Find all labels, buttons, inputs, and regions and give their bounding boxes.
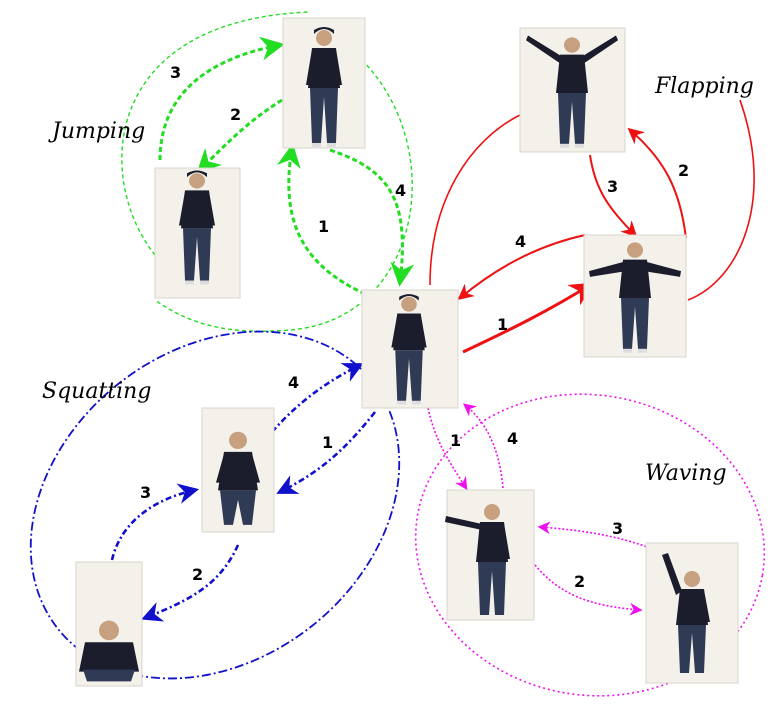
flap-step-1: 1 (497, 315, 508, 334)
wave-step-2: 2 (574, 572, 585, 591)
squat-arrow-2 (141, 544, 240, 622)
wave-arrow-3 (537, 521, 651, 549)
jumping-loop: Jumping 1 2 3 4 (48, 11, 415, 332)
squatting-title: Squatting (42, 379, 151, 404)
flap-arrow-4 (457, 234, 586, 301)
wave-arrow-2 (534, 564, 643, 616)
flapping-outer-loop-curve-right (687, 99, 755, 301)
jump-step-3: 3 (170, 63, 181, 82)
waving-loop: Waving 1 2 3 4 (414, 393, 766, 697)
wave-arrow-1 (427, 407, 468, 491)
photo-waving-side (445, 489, 535, 621)
waving-outer-loop (414, 393, 766, 697)
jump-step-4: 4 (395, 181, 406, 200)
squatting-loop: Squatting 1 2 3 4 (29, 330, 401, 680)
wave-step-1: 1 (450, 431, 461, 450)
squat-step-2: 2 (192, 565, 203, 584)
flap-arrow-1 (462, 282, 595, 354)
squat-arrow-4 (271, 363, 364, 433)
photo-center-standing (361, 289, 459, 409)
squat-step-1: 1 (322, 433, 333, 452)
jumping-outer-loop-curve-right (154, 59, 413, 332)
flap-arrow-3 (589, 154, 638, 238)
photo-squatting-full (75, 561, 143, 687)
flapping-title: Flapping (654, 74, 754, 99)
waving-title: Waving (645, 461, 727, 486)
squat-arrow-3 (110, 483, 200, 561)
photo-squatting-half (201, 407, 275, 533)
flap-step-4: 4 (515, 232, 526, 251)
jumping-outer-loop-curve (121, 11, 311, 256)
squat-arrow-1 (276, 411, 377, 494)
photo-jumping-air (154, 167, 241, 299)
jump-arrow-1 (277, 143, 381, 302)
jump-step-2: 2 (230, 105, 241, 124)
squat-step-4: 4 (288, 373, 299, 392)
photo-flapping-side (583, 234, 687, 358)
flap-step-2: 2 (678, 161, 689, 180)
photo-waving-up (645, 542, 739, 684)
flapping-loop: Flapping 1 2 3 4 (429, 74, 755, 354)
squat-step-3: 3 (140, 483, 151, 502)
wave-arrow-4 (463, 403, 504, 489)
jump-arrow-2 (196, 98, 283, 174)
wave-step-3: 3 (612, 519, 623, 538)
flap-arrow-2 (627, 127, 687, 239)
jump-arrow-4 (329, 148, 415, 287)
photo-jumping-standing (282, 17, 366, 149)
flap-step-3: 3 (607, 177, 618, 196)
jumping-title: Jumping (48, 119, 145, 144)
jump-arrow-3 (158, 36, 285, 161)
jump-step-1: 1 (318, 217, 329, 236)
wave-step-4: 4 (507, 429, 518, 448)
photo-flapping-up (519, 27, 626, 153)
flapping-outer-loop-curve (429, 114, 521, 286)
